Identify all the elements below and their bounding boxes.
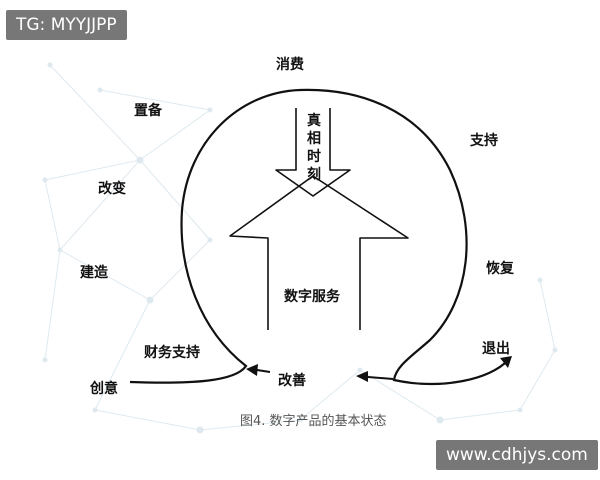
- exit-arrowhead: [500, 356, 512, 368]
- label-digital-service: 数字服务: [284, 289, 340, 305]
- down-arrow: [275, 108, 351, 197]
- watermark-top-left: TG: MYYJJPP: [6, 10, 127, 40]
- lifecycle-loop: [129, 88, 509, 386]
- label-recover: 恢复: [486, 261, 514, 277]
- label-finance-support: 财务支持: [144, 345, 200, 361]
- label-exit: 退出: [482, 341, 510, 357]
- label-prepare: 置备: [134, 103, 162, 119]
- label-consume: 消费: [276, 57, 304, 73]
- label-moment-of-truth: 真相时刻: [307, 113, 321, 183]
- improve-arrowhead-right: [356, 371, 368, 382]
- figure-caption: 图4. 数字产品的基本状态: [240, 414, 387, 429]
- improve-arrowhead-left: [246, 364, 258, 376]
- label-create: 创意: [90, 381, 118, 397]
- label-support: 支持: [470, 133, 498, 149]
- label-improve: 改善: [278, 373, 306, 389]
- label-build: 建造: [80, 265, 108, 281]
- label-change: 改变: [98, 181, 126, 197]
- up-arrow: [229, 175, 409, 330]
- watermark-bottom-right: www.cdhjys.com: [436, 440, 598, 470]
